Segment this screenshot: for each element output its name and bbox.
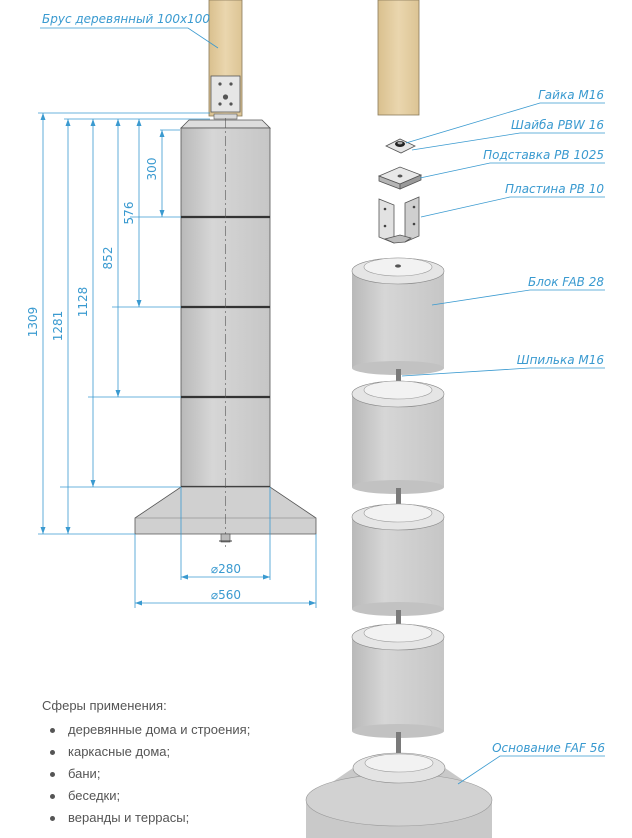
list-item: веранды и террасы;	[42, 807, 342, 829]
exploded-view	[305, 0, 493, 838]
callout-labels: Брус деревянный 100х100 Гайка М16 Шайба …	[42, 12, 605, 755]
label-plate: Пластина PB 10	[505, 182, 604, 196]
block-fab28-2	[351, 380, 445, 494]
base-faf56	[305, 752, 493, 838]
stud-m16-3	[396, 610, 401, 629]
label-block: Блок FAB 28	[528, 275, 604, 289]
plate-pb10	[378, 196, 420, 244]
wooden-beam	[377, 0, 420, 116]
label-washer: Шайба PBW 16	[511, 118, 604, 132]
block-fab28-1	[351, 257, 445, 375]
callout-leaders	[40, 27, 605, 785]
dim-1128: 1128	[76, 287, 90, 318]
block-fab28-4	[351, 623, 445, 738]
usage-section: Сферы применения: деревянные дома и стро…	[42, 698, 342, 829]
nut-m16	[385, 138, 416, 154]
dim-1281: 1281	[51, 311, 65, 342]
list-item: беседки;	[42, 785, 342, 807]
dim-852: 852	[101, 247, 115, 270]
label-beam: Брус деревянный 100х100	[42, 12, 210, 26]
support-pb1025	[377, 166, 423, 190]
dimension-arrows	[40, 113, 316, 606]
label-stud: Шпилька М16	[517, 353, 605, 367]
label-base: Основание FAF 56	[492, 741, 605, 755]
stud-m16-2	[396, 488, 401, 507]
usage-list: деревянные дома и строения; каркасные до…	[42, 719, 342, 829]
dim-300: 300	[145, 158, 159, 181]
label-nut: Гайка М16	[538, 88, 604, 102]
mounting-plate-assembled	[210, 75, 241, 113]
stud-m16-1	[396, 369, 401, 388]
dim-576: 576	[122, 202, 136, 225]
dimension-lines	[38, 112, 317, 608]
usage-title: Сферы применения:	[42, 698, 167, 713]
label-support: Подставка PB 1025	[483, 148, 604, 162]
list-item: каркасные дома;	[42, 741, 342, 763]
block-fab28-3	[351, 503, 445, 616]
dim-1309: 1309	[26, 307, 40, 338]
stud-m16-4	[396, 732, 401, 756]
list-item: бани;	[42, 763, 342, 785]
list-item: деревянные дома и строения;	[42, 719, 342, 741]
assembled-view	[134, 0, 317, 548]
dimension-labels: 1309 1281 1128 852 576 300 ⌀280 ⌀560	[26, 158, 241, 602]
dim-dia-280: ⌀280	[211, 562, 241, 576]
dim-dia-560: ⌀560	[211, 588, 241, 602]
